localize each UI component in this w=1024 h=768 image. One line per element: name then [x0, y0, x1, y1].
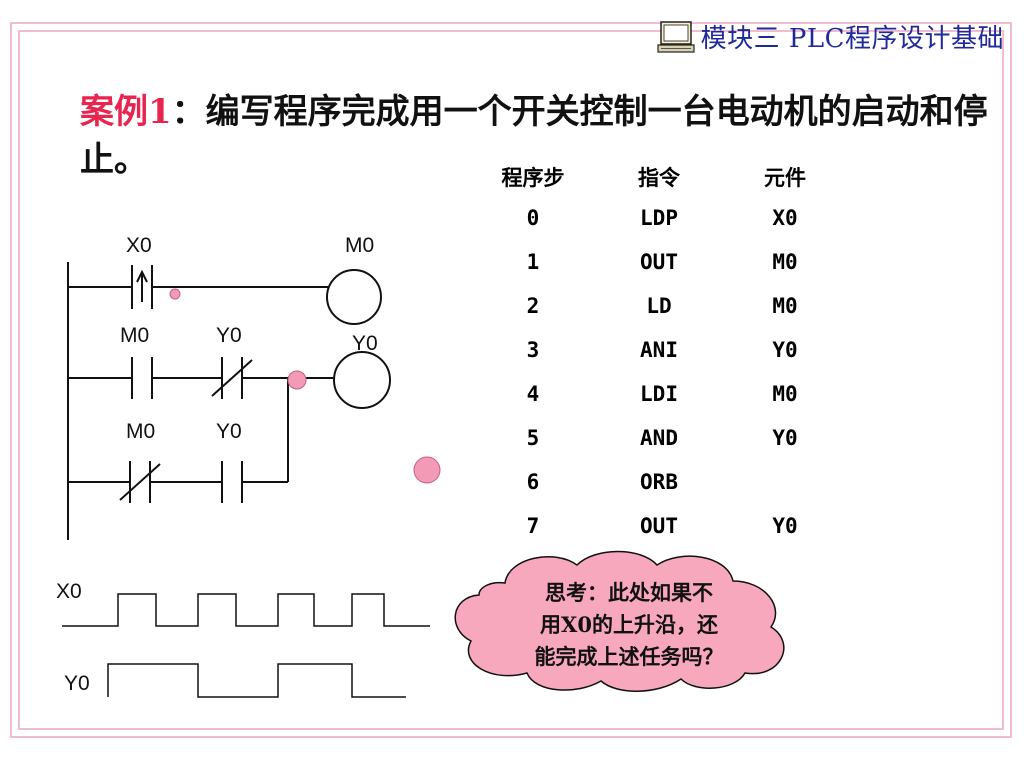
table-row: 1 OUT M0 [470, 240, 848, 284]
computer-icon [656, 20, 695, 53]
instruction-cell: ANI [640, 338, 678, 362]
y0-waveform [107, 663, 406, 698]
m0-coil-label: M0 [345, 234, 374, 257]
header-step: 程序步 [501, 165, 565, 190]
instruction-cell: AND [640, 426, 678, 450]
y0-row2-label: Y0 [216, 324, 242, 347]
element-cell: Y0 [772, 338, 798, 362]
thought-cloud [454, 550, 785, 692]
callout-text: 思考：此处如果不 用X0的上升沿，还 能完成上述任务吗？ [492, 577, 766, 673]
step-cell: 4 [526, 382, 540, 406]
step-cell: 1 [526, 250, 540, 274]
element-cell: M0 [772, 382, 798, 406]
instruction-cell: ORB [640, 470, 678, 494]
step-cell: 5 [526, 426, 540, 450]
callout-line: 能完成上述任务吗？ [534, 644, 724, 669]
table-row: 6 ORB [470, 460, 848, 504]
m0-coil [326, 269, 382, 325]
instruction-cell: OUT [640, 514, 678, 538]
decorative-dot [287, 370, 307, 390]
header-instruction: 指令 [638, 165, 680, 190]
header-element: 元件 [764, 165, 806, 190]
title-text: 编写程序完成用一个开关控制一台电动机的启动和停止。 [80, 92, 988, 180]
y0-coil-label: Y0 [352, 332, 378, 355]
m0-row2-label: M0 [120, 324, 149, 347]
table-row: 0 LDP X0 [470, 196, 848, 240]
slide-header: 模块三 PLC程序设计基础 [656, 18, 1004, 55]
title-separator: ： [171, 92, 206, 132]
element-cell: Y0 [772, 514, 798, 538]
module-title: 模块三 PLC程序设计基础 [700, 24, 1004, 54]
instruction-cell: OUT [640, 250, 678, 274]
table-header-row: 程序步 指令 元件 [470, 158, 848, 196]
slide-frame-outer [10, 22, 1012, 738]
y0-coil [333, 351, 391, 409]
y0-timing-label: Y0 [64, 672, 90, 695]
page-title: 案例1：编写程序完成用一个开关控制一台电动机的启动和停止。 [80, 88, 1010, 184]
slide-frame-inner [18, 30, 1004, 730]
callout-line: 思考：此处如果不 [545, 580, 713, 605]
x0-timing-label: X0 [56, 580, 82, 603]
step-cell: 2 [526, 294, 540, 318]
step-cell: 7 [526, 514, 540, 538]
x0-waveform [62, 593, 430, 627]
decorative-dot [169, 288, 181, 300]
element-cell: Y0 [772, 426, 798, 450]
table-row: 5 AND Y0 [470, 416, 848, 460]
step-cell: 3 [526, 338, 540, 362]
m0-row3-label: M0 [126, 420, 155, 443]
y0-row3-label: Y0 [216, 420, 242, 443]
case-label: 案例1 [80, 92, 172, 132]
callout-line: 用X0的上升沿，还 [540, 612, 718, 637]
element-cell: X0 [772, 206, 798, 230]
instruction-cell: LDP [640, 206, 678, 230]
element-cell: M0 [772, 294, 798, 318]
decorative-dot [413, 456, 441, 484]
x0-label: X0 [126, 234, 152, 257]
table-row: 4 LDI M0 [470, 372, 848, 416]
table-row: 3 ANI Y0 [470, 328, 848, 372]
element-cell: M0 [772, 250, 798, 274]
table-row: 7 OUT Y0 [470, 504, 848, 548]
table-row: 2 LD M0 [470, 284, 848, 328]
step-cell: 0 [526, 206, 540, 230]
step-cell: 6 [526, 470, 540, 494]
instruction-cell: LD [646, 294, 672, 318]
instruction-cell: LDI [640, 382, 678, 406]
